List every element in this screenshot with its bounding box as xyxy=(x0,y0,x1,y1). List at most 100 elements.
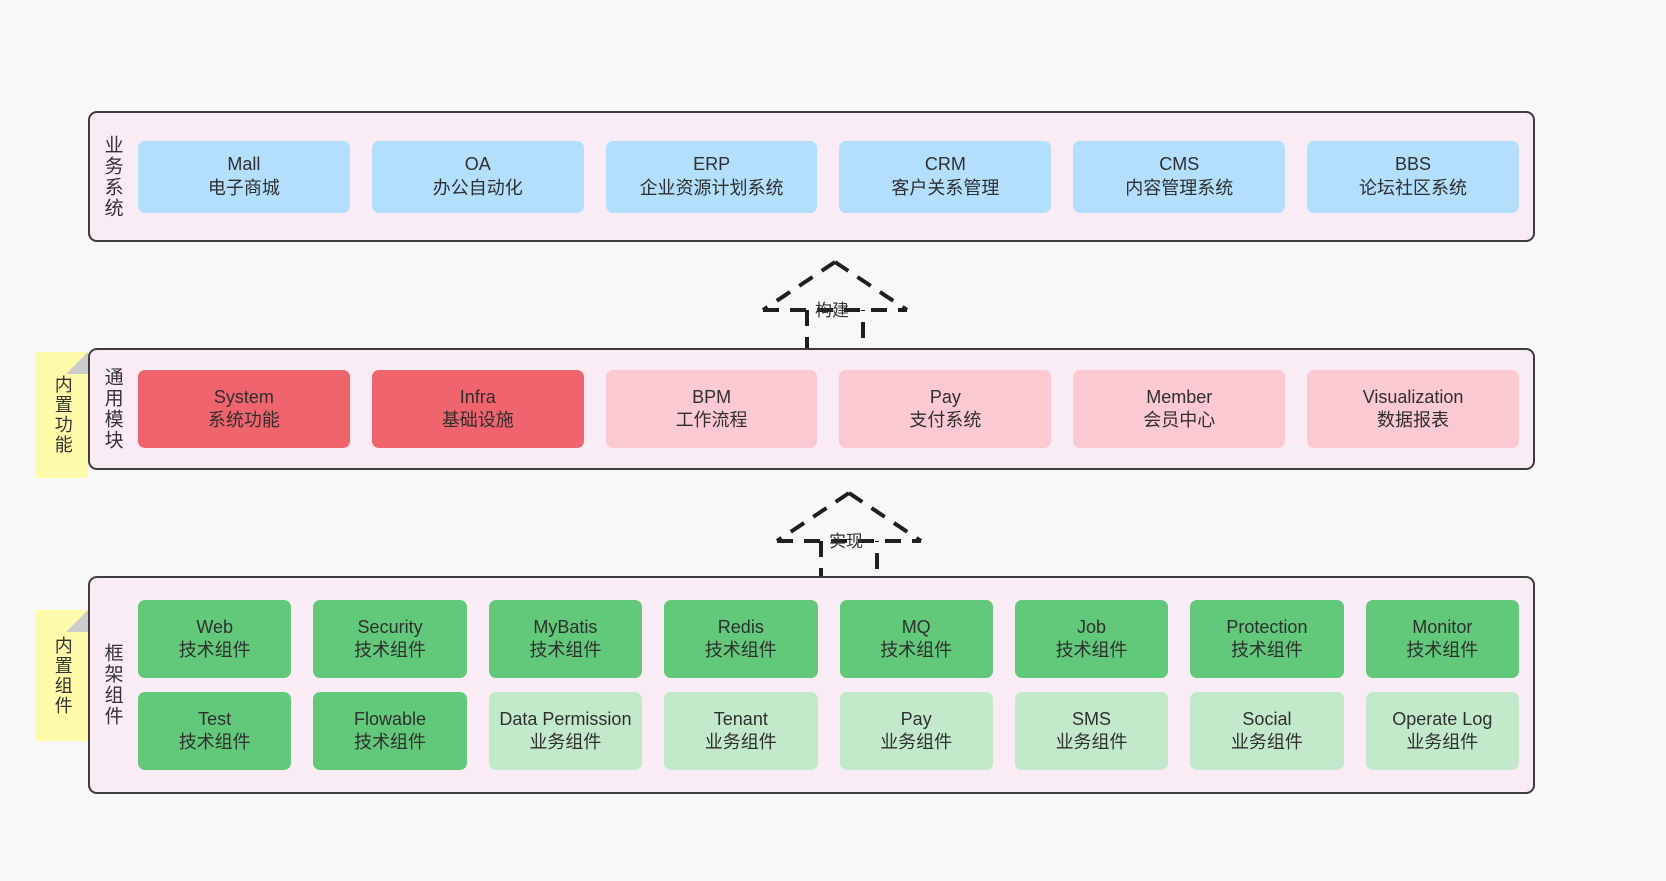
framework-card-flowable[interactable]: Flowable 技术组件 xyxy=(313,692,467,770)
card-title-cn: 业务组件 xyxy=(529,732,602,752)
framework-card-protection[interactable]: Protection 技术组件 xyxy=(1190,600,1344,678)
card-title-cn: 技术组件 xyxy=(1055,640,1128,660)
framework-card-operate-log[interactable]: Operate Log 业务组件 xyxy=(1365,692,1519,770)
note-builtin-component-label: 内置组件 xyxy=(52,635,73,716)
card-title-cn: 基础设施 xyxy=(441,410,514,430)
common-row: System 系统功能 Infra 基础设施 BPM 工作流程 Pay 支付系统… xyxy=(138,370,1519,448)
business-card-bbs[interactable]: BBS 论坛社区系统 xyxy=(1307,140,1519,213)
framework-card-social[interactable]: Social 业务组件 xyxy=(1190,692,1344,770)
framework-card-data-permission[interactable]: Data Permission 业务组件 xyxy=(488,692,643,770)
card-title-en: Job xyxy=(1077,616,1107,637)
business-layer-title: 业务系统 xyxy=(101,134,123,219)
card-title-cn: 技术组件 xyxy=(529,640,602,660)
card-title-en: ERP xyxy=(693,154,731,175)
card-title-en: Member xyxy=(1146,386,1213,407)
common-layer-body: System 系统功能 Infra 基础设施 BPM 工作流程 Pay 支付系统… xyxy=(134,350,1533,468)
card-title-en: Flowable xyxy=(354,708,427,729)
card-title-en: Web xyxy=(196,616,234,637)
common-card-member[interactable]: Member 会员中心 xyxy=(1073,370,1286,448)
arrow-build-label: 构建 xyxy=(815,301,849,320)
card-title-en: Infra xyxy=(459,386,496,407)
card-title-en: BBS xyxy=(1395,154,1432,175)
card-title-cn: 技术组件 xyxy=(354,732,427,752)
card-title-cn: 客户关系管理 xyxy=(891,177,1000,198)
card-title-en: OA xyxy=(464,154,491,175)
card-title-cn: 内容管理系统 xyxy=(1125,177,1234,198)
card-title-en: CMS xyxy=(1159,154,1200,175)
card-title-cn: 业务组件 xyxy=(1406,732,1479,752)
card-title-cn: 电子商城 xyxy=(207,177,280,198)
card-title-en: Redis xyxy=(717,616,764,637)
generalization-arrow-implement: 实现 xyxy=(769,489,929,584)
framework-layer-body: Web 技术组件 Security 技术组件 MyBatis 技术组件 Redi… xyxy=(134,578,1533,792)
framework-card-sms[interactable]: SMS 业务组件 xyxy=(1014,692,1169,770)
common-card-visualization[interactable]: Visualization 数据报表 xyxy=(1307,370,1519,448)
business-row: Mall 电子商城 OA 办公自动化 ERP 企业资源计划系统 CRM 客户关系… xyxy=(138,140,1519,213)
card-title-en: Pay xyxy=(900,708,932,729)
framework-card-job[interactable]: Job 技术组件 xyxy=(1014,600,1169,678)
common-card-system[interactable]: System 系统功能 xyxy=(138,370,350,448)
business-card-cms[interactable]: CMS 内容管理系统 xyxy=(1073,140,1286,213)
card-title-en: Operate Log xyxy=(1392,708,1493,729)
framework-card-mybatis[interactable]: MyBatis 技术组件 xyxy=(488,600,643,678)
business-card-mall[interactable]: Mall 电子商城 xyxy=(138,140,350,213)
business-system-layer: 业务系统 Mall 电子商城 OA 办公自动化 ERP 企业资源计划系统 CRM… xyxy=(88,111,1535,242)
card-title-en: MyBatis xyxy=(533,616,598,637)
card-title-en: Security xyxy=(357,616,423,637)
card-title-cn: 技术组件 xyxy=(354,640,427,660)
card-title-en: Pay xyxy=(929,386,961,407)
framework-row-2: Test 技术组件 Flowable 技术组件 Data Permission … xyxy=(138,692,1519,770)
framework-card-redis[interactable]: Redis 技术组件 xyxy=(664,600,818,678)
business-card-erp[interactable]: ERP 企业资源计划系统 xyxy=(605,140,818,213)
card-title-cn: 技术组件 xyxy=(178,732,251,752)
generalization-arrow-build: 构建 xyxy=(755,258,915,353)
framework-card-pay[interactable]: Pay 业务组件 xyxy=(839,692,993,770)
common-layer-title: 通用模块 xyxy=(101,367,123,451)
card-title-cn: 业务组件 xyxy=(880,732,953,752)
card-title-cn: 会员中心 xyxy=(1143,410,1216,430)
note-builtin-function: 内置功能 xyxy=(36,352,88,478)
card-title-cn: 技术组件 xyxy=(1230,640,1303,660)
framework-card-security[interactable]: Security 技术组件 xyxy=(313,600,467,678)
card-title-cn: 系统功能 xyxy=(207,410,280,430)
card-title-en: CRM xyxy=(924,154,966,175)
framework-component-layer: 框架组件 Web 技术组件 Security 技术组件 MyBatis 技术组件… xyxy=(88,576,1535,794)
card-title-en: Tenant xyxy=(713,708,768,729)
card-title-en: System xyxy=(213,386,274,407)
card-title-cn: 技术组件 xyxy=(704,640,777,660)
card-title-cn: 业务组件 xyxy=(1230,732,1303,752)
card-title-en: Data Permission xyxy=(499,708,632,729)
common-card-pay[interactable]: Pay 支付系统 xyxy=(839,370,1052,448)
framework-card-tenant[interactable]: Tenant 业务组件 xyxy=(664,692,818,770)
card-title-cn: 论坛社区系统 xyxy=(1359,177,1468,198)
common-card-infra[interactable]: Infra 基础设施 xyxy=(371,370,584,448)
framework-card-mq[interactable]: MQ 技术组件 xyxy=(839,600,993,678)
card-title-cn: 业务组件 xyxy=(1055,732,1128,752)
note-builtin-component: 内置组件 xyxy=(36,610,88,741)
card-title-cn: 办公自动化 xyxy=(432,177,523,198)
framework-row-1: Web 技术组件 Security 技术组件 MyBatis 技术组件 Redi… xyxy=(138,600,1519,678)
card-title-cn: 技术组件 xyxy=(1406,640,1479,660)
card-title-en: Social xyxy=(1242,708,1292,729)
business-card-oa[interactable]: OA 办公自动化 xyxy=(371,140,584,213)
note-builtin-function-label: 内置功能 xyxy=(52,375,73,455)
framework-card-test[interactable]: Test 技术组件 xyxy=(138,692,292,770)
framework-card-monitor[interactable]: Monitor 技术组件 xyxy=(1365,600,1519,678)
card-title-en: SMS xyxy=(1072,708,1112,729)
arrow-implement-label: 实现 xyxy=(829,532,863,551)
card-title-cn: 企业资源计划系统 xyxy=(639,177,784,198)
common-module-layer: 通用模块 System 系统功能 Infra 基础设施 BPM 工作流程 Pay… xyxy=(88,348,1535,470)
card-title-cn: 技术组件 xyxy=(880,640,953,660)
common-card-bpm[interactable]: BPM 工作流程 xyxy=(605,370,818,448)
framework-card-web[interactable]: Web 技术组件 xyxy=(138,600,292,678)
business-card-crm[interactable]: CRM 客户关系管理 xyxy=(839,140,1052,213)
card-title-cn: 技术组件 xyxy=(178,640,251,660)
card-title-cn: 数据报表 xyxy=(1377,410,1450,430)
card-title-cn: 业务组件 xyxy=(704,732,777,752)
card-title-cn: 工作流程 xyxy=(675,410,748,430)
card-title-en: Protection xyxy=(1226,616,1308,637)
card-title-cn: 支付系统 xyxy=(909,410,982,430)
business-layer-body: Mall 电子商城 OA 办公自动化 ERP 企业资源计划系统 CRM 客户关系… xyxy=(134,113,1533,240)
card-title-en: Monitor xyxy=(1412,616,1473,637)
card-title-en: BPM xyxy=(692,386,732,407)
